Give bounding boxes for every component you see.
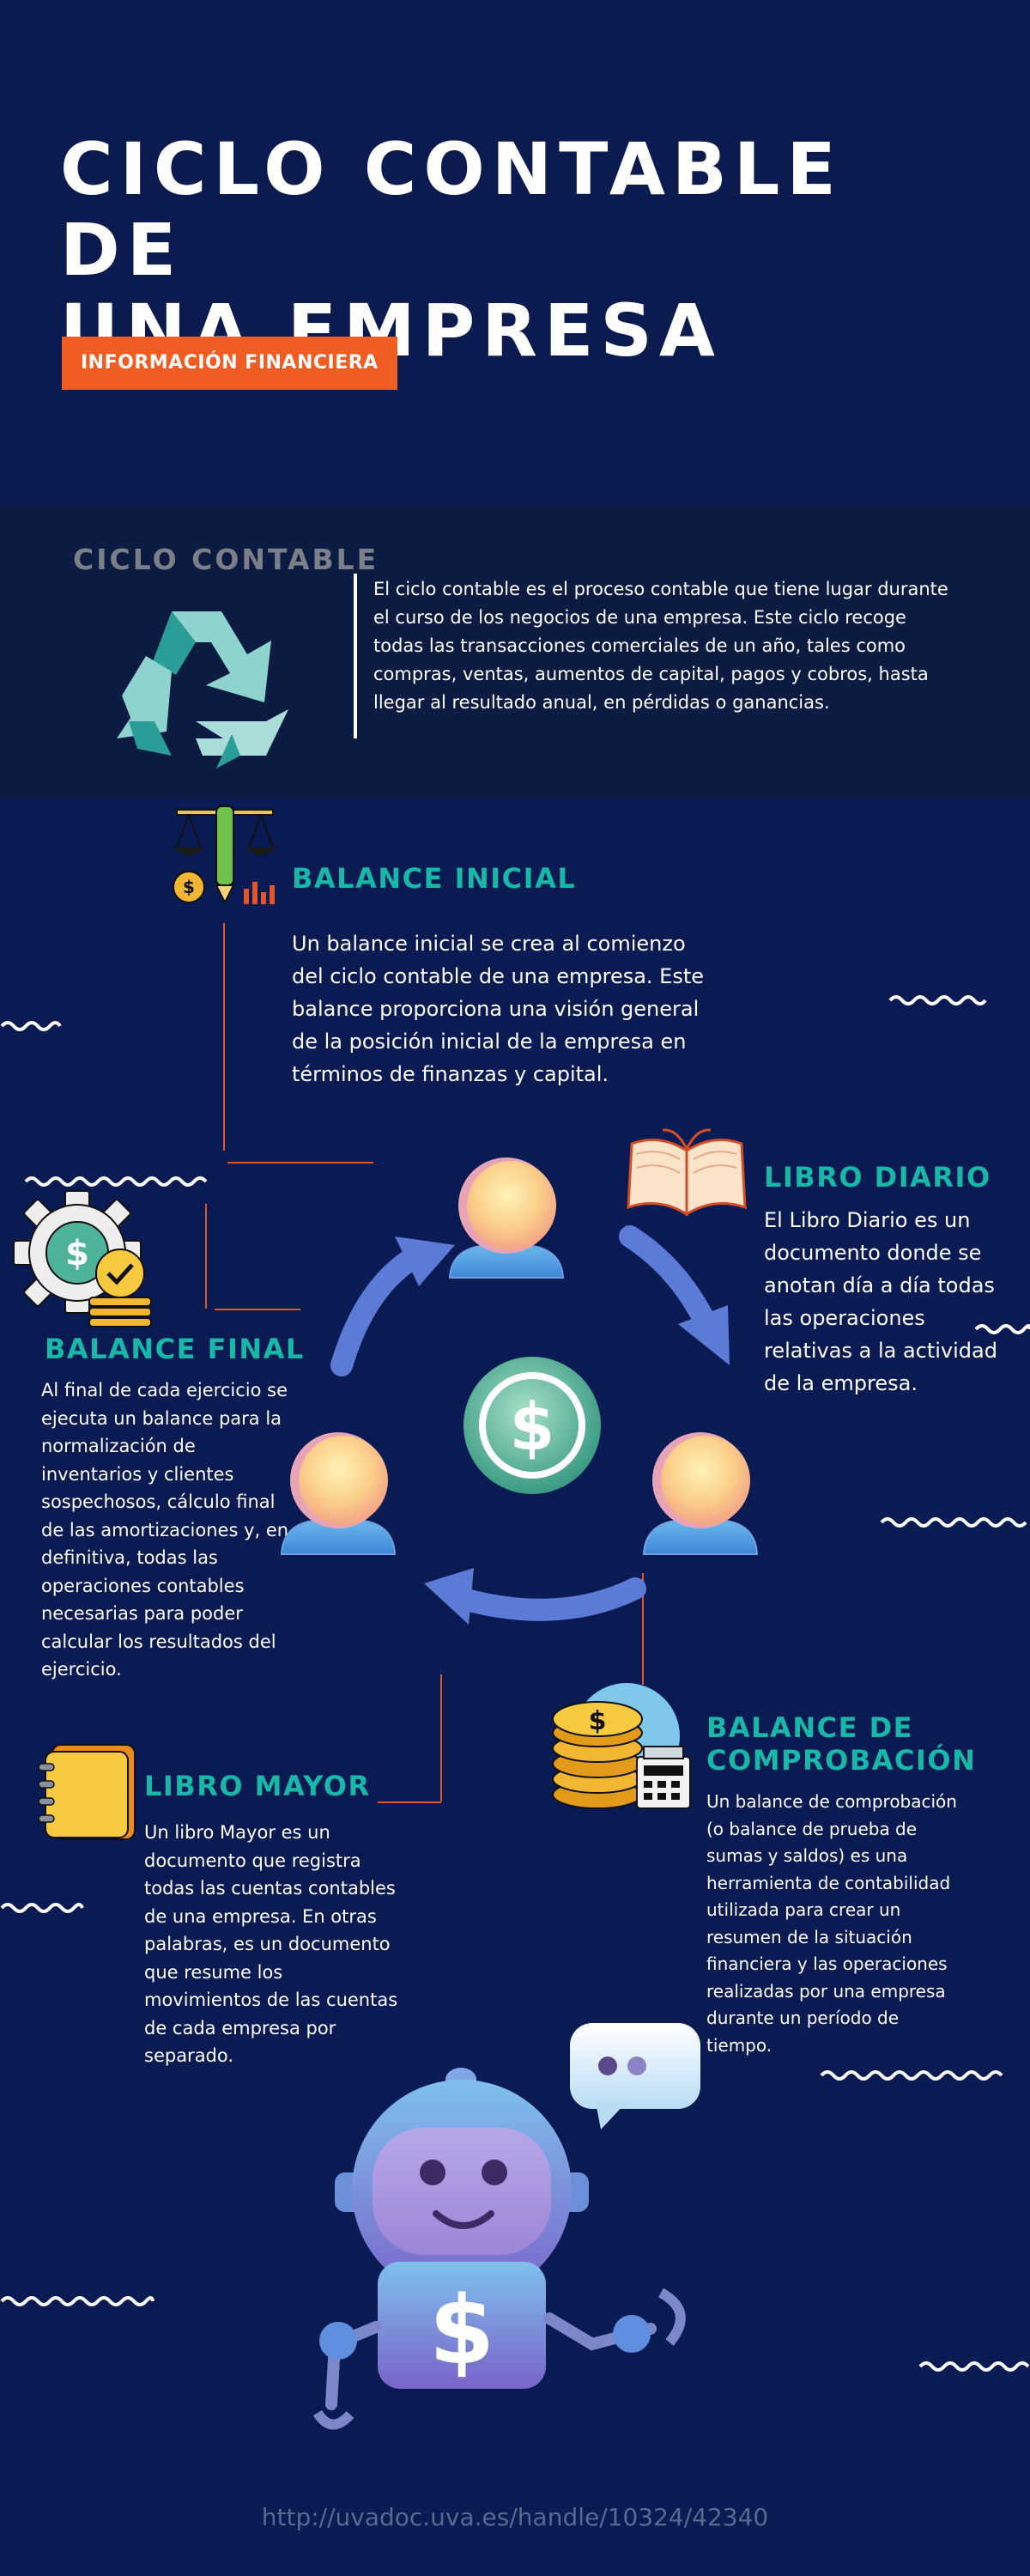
page-title: CICLO CONTABLE DE UNA EMPRESA xyxy=(60,129,987,371)
balance-inicial-title: BALANCE INICIAL xyxy=(292,862,577,895)
cycle-diagram: $ xyxy=(280,1157,759,1625)
person-icon xyxy=(448,1157,565,1279)
svg-text:$: $ xyxy=(65,1234,89,1273)
connector-line xyxy=(205,1204,207,1309)
header-band xyxy=(0,0,1030,507)
connector-line xyxy=(215,1309,300,1310)
person-icon xyxy=(280,1432,397,1555)
svg-text:$: $ xyxy=(510,1388,555,1465)
wave-decoration xyxy=(0,1903,84,1913)
robot-icon: $ xyxy=(312,2068,686,2430)
balance-final-text: Al final de cada ejercicio se ejecuta un… xyxy=(41,1380,289,1680)
connector-line xyxy=(642,1573,644,1685)
page-title-line1: CICLO CONTABLE DE xyxy=(60,127,843,292)
wave-decoration xyxy=(0,2296,154,2306)
svg-text:$: $ xyxy=(589,1706,607,1736)
svg-text:$: $ xyxy=(183,877,195,897)
wave-decoration xyxy=(820,2070,1003,2081)
wave-decoration xyxy=(974,1324,1030,1334)
chat-bubble-icon xyxy=(570,2023,700,2129)
notebook-icon xyxy=(39,1744,136,1840)
gear-dollar-icon: $ xyxy=(13,1190,152,1327)
libro-mayor-title: LIBRO MAYOR xyxy=(144,1770,371,1802)
balance-comprobacion-title-line1: BALANCE DE xyxy=(706,1711,913,1744)
balance-inicial-text: Un balance inicial se crea al comienzo d… xyxy=(292,932,705,1086)
connector-line xyxy=(223,923,225,1151)
person-icon xyxy=(642,1432,759,1555)
ciclo-description: El ciclo contable es el proceso contable… xyxy=(373,579,948,713)
ciclo-title: CICLO CONTABLE xyxy=(73,543,379,576)
connector-line xyxy=(440,1674,442,1801)
libro-mayor-text: Un libro Mayor es un documento que regis… xyxy=(144,1822,398,2066)
libro-diario-text: El Libro Diario es un documento donde se… xyxy=(764,1208,997,1395)
wave-decoration xyxy=(918,2361,1030,2372)
scales-icon: $ xyxy=(173,805,276,905)
connector-line xyxy=(227,1162,373,1163)
libro-diario-title: LIBRO DIARIO xyxy=(764,1161,991,1194)
balance-comprobacion-title: BALANCE DE COMPROBACIÓN xyxy=(706,1711,976,1777)
ciclo-divider xyxy=(354,574,357,738)
connector-line xyxy=(378,1801,441,1803)
wave-decoration xyxy=(0,1021,62,1031)
balance-comprobacion-text: Un balance de comprobación (o balance de… xyxy=(706,1791,957,2056)
dollar-coin-icon: $ xyxy=(464,1357,601,1494)
coins-icon: $ xyxy=(552,1683,691,1809)
recycle-icon xyxy=(117,611,288,769)
info-tag: INFORMACIÓN FINANCIERA xyxy=(62,337,397,390)
balance-final-title: BALANCE FINAL xyxy=(45,1333,305,1365)
book-icon xyxy=(627,1128,747,1217)
footer-url: http://uvadoc.uva.es/handle/10324/42340 xyxy=(261,2503,769,2531)
balance-comprobacion-title-line2: COMPROBACIÓN xyxy=(706,1744,977,1777)
wave-decoration xyxy=(880,1517,1027,1528)
wave-decoration xyxy=(888,995,987,1005)
svg-text:$: $ xyxy=(429,2275,495,2385)
wave-decoration xyxy=(24,1176,208,1187)
